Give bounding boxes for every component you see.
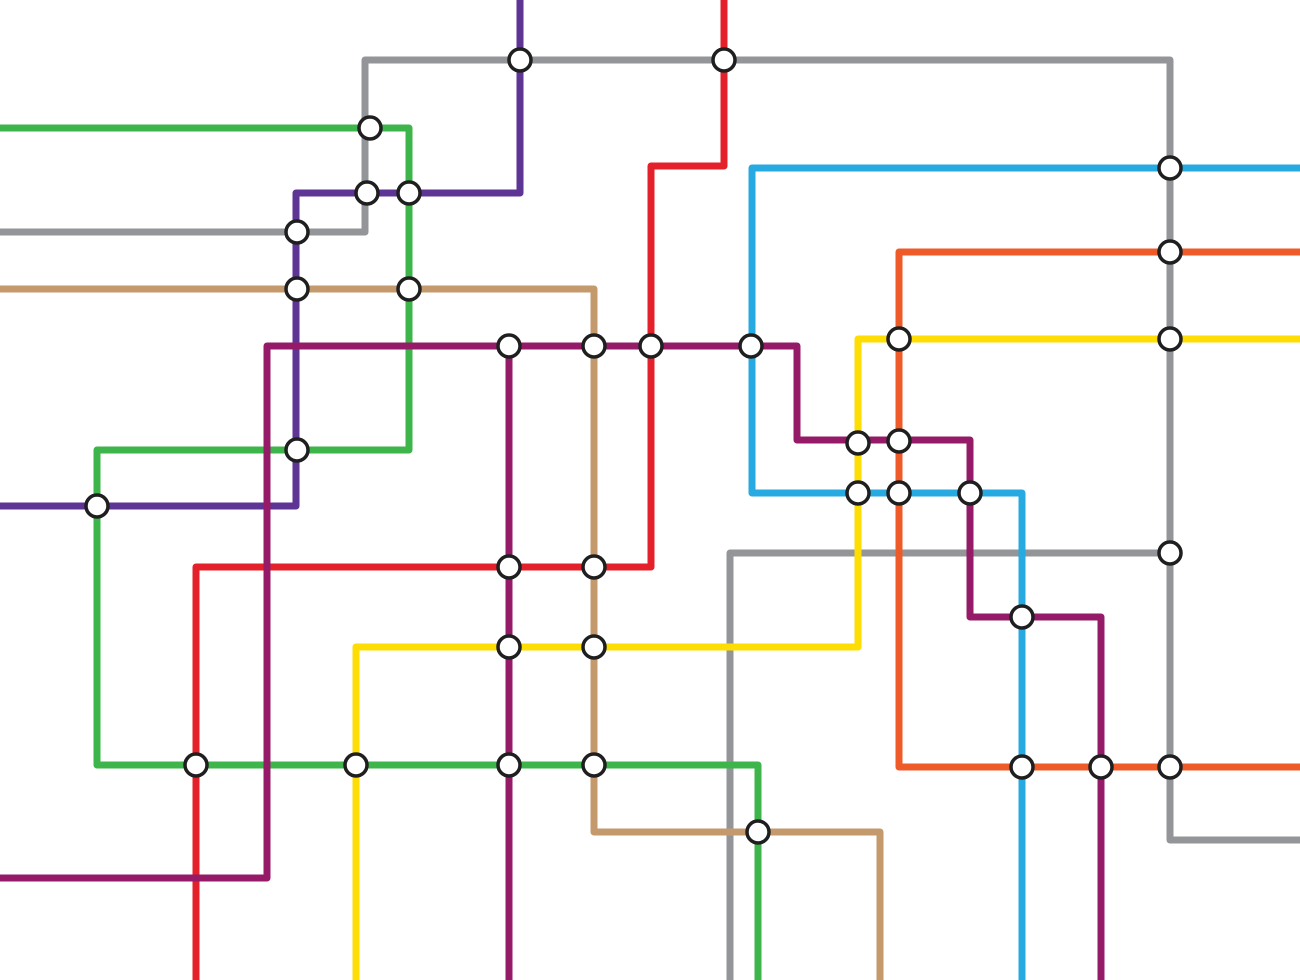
station-marker xyxy=(284,276,310,302)
line-tan xyxy=(0,285,884,980)
station-marker xyxy=(711,47,737,73)
station-marker xyxy=(845,480,871,506)
station-marker xyxy=(1157,540,1183,566)
station-marker xyxy=(396,276,422,302)
line-purple xyxy=(0,0,524,510)
station-marker xyxy=(1157,754,1183,780)
station-marker xyxy=(84,493,110,519)
station-marker xyxy=(1009,604,1035,630)
station-marker xyxy=(496,554,522,580)
station-marker xyxy=(284,219,310,245)
station-marker xyxy=(886,428,912,454)
station-marker xyxy=(354,180,380,206)
station-marker xyxy=(845,430,871,456)
station-marker xyxy=(1088,754,1114,780)
station-marker xyxy=(886,326,912,352)
station-marker xyxy=(496,333,522,359)
station-marker xyxy=(1009,754,1035,780)
line-red xyxy=(192,0,728,980)
line-grey-top xyxy=(0,56,1300,844)
line-blue xyxy=(748,164,1300,980)
station-marker xyxy=(507,47,533,73)
station-marker xyxy=(396,180,422,206)
station-marker xyxy=(496,634,522,660)
station-marker xyxy=(1157,155,1183,181)
station-marker xyxy=(1157,326,1183,352)
station-marker xyxy=(957,480,983,506)
station-marker xyxy=(886,480,912,506)
line-magenta xyxy=(0,342,1105,980)
station-marker xyxy=(183,752,209,778)
station-marker xyxy=(738,333,764,359)
stations-layer xyxy=(84,47,1183,845)
station-marker xyxy=(581,752,607,778)
station-marker xyxy=(638,333,664,359)
station-marker xyxy=(496,752,522,778)
station-marker xyxy=(357,115,383,141)
station-marker xyxy=(581,634,607,660)
station-marker xyxy=(581,333,607,359)
line-green xyxy=(0,124,762,980)
station-marker xyxy=(581,554,607,580)
line-yellow xyxy=(352,335,1300,980)
station-marker xyxy=(343,752,369,778)
station-marker xyxy=(1157,239,1183,265)
station-marker xyxy=(745,819,771,845)
station-marker xyxy=(284,437,310,463)
